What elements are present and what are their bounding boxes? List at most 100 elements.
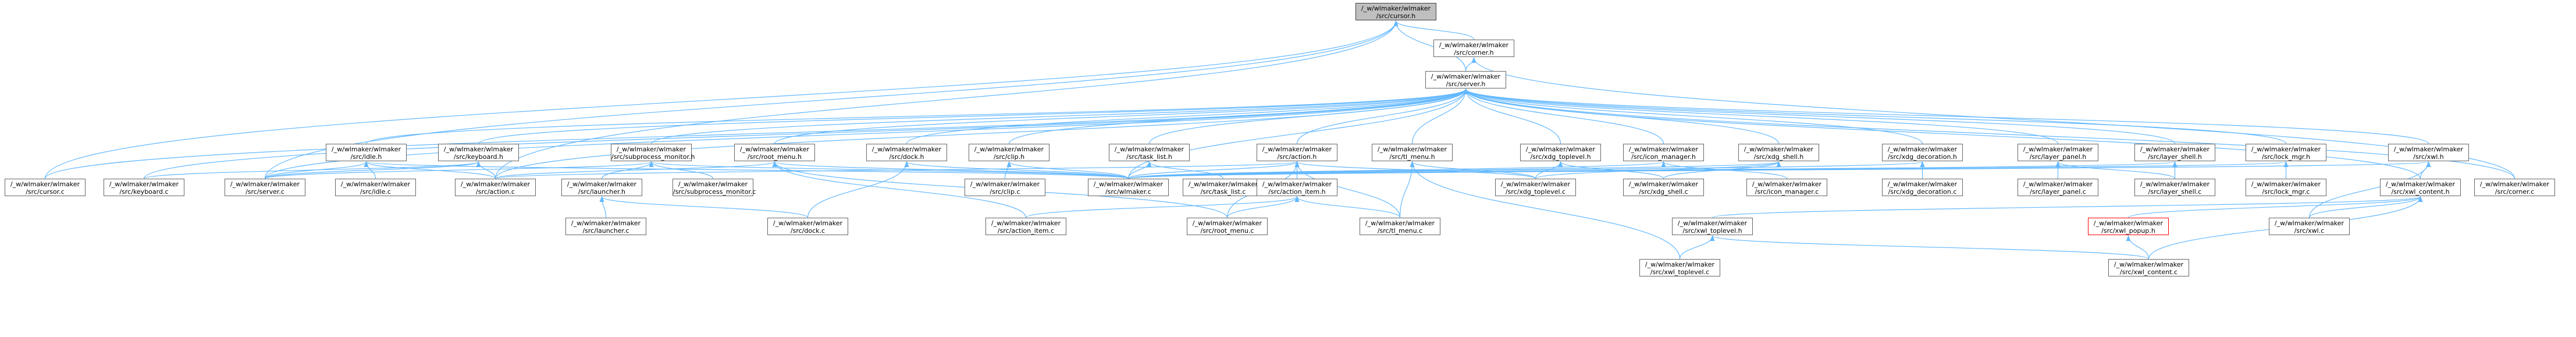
node-xwl-popup-h[interactable]: /_w/wlmaker/wlmaker/src/xwl_popup.h — [2088, 218, 2169, 235]
edge-layer-shell-c-to-layer-panel-h — [2055, 161, 2176, 179]
node-keyboard-h[interactable]: /_w/wlmaker/wlmaker/src/keyboard.h — [438, 144, 519, 161]
node-file: /src/action.h — [1277, 153, 1317, 161]
node-path: /_w/wlmaker/wlmaker — [970, 180, 1040, 188]
node-path: /_w/wlmaker/wlmaker — [2479, 180, 2550, 188]
node-path: /_w/wlmaker/wlmaker — [2385, 180, 2456, 188]
node-file: /src/dock.c — [790, 227, 826, 235]
node-xdg-decoration-h[interactable]: /_w/wlmaker/wlmaker/src/xdg_decoration.h — [1882, 144, 1963, 161]
node-path: /_w/wlmaker/wlmaker — [871, 146, 942, 153]
node-xdg-toplevel-c[interactable]: /_w/wlmaker/wlmaker/src/xdg_toplevel.c — [1495, 179, 1576, 196]
node-root-menu-c[interactable]: /_w/wlmaker/wlmaker/src/root_menu.c — [1187, 218, 1268, 235]
node-xdg-decoration-c[interactable]: /_w/wlmaker/wlmaker/src/xdg_decoration.c — [1882, 179, 1963, 196]
edge-xwl-c-to-xwl-h — [2308, 161, 2431, 218]
edge-action-c-to-root-menu-h — [494, 161, 777, 179]
edge-server-c-to-keyboard-h — [264, 161, 481, 179]
edge-xwl-content-h-to-server-h — [1463, 88, 2421, 179]
node-action-item-c[interactable]: /_w/wlmaker/wlmaker/src/action_item.c — [985, 218, 1066, 235]
node-tl-menu-c[interactable]: /_w/wlmaker/wlmaker/src/tl_menu.c — [1360, 218, 1440, 235]
node-path: /_w/wlmaker/wlmaker — [2251, 146, 2321, 153]
node-subprocess-h[interactable]: /_w/wlmaker/wlmaker/src/subprocess_monit… — [611, 144, 695, 161]
node-file: /src/lock_mgr.c — [2262, 188, 2310, 196]
node-file: /src/xdg_decoration.h — [1888, 153, 1957, 161]
node-file: /src/server.h — [1446, 80, 1486, 88]
node-cursor-c[interactable]: /_w/wlmaker/wlmaker/src/cursor.c — [5, 179, 86, 196]
edge-dock-c-to-dock-h — [807, 161, 909, 218]
node-xwl-toplevel-c[interactable]: /_w/wlmaker/wlmaker/src/xwl_toplevel.c — [1639, 259, 1720, 276]
node-action-item-h[interactable]: /_w/wlmaker/wlmaker/src/action_item.h — [1257, 179, 1337, 196]
node-layer-shell-c[interactable]: /_w/wlmaker/wlmaker/src/layer_shell.c — [2134, 179, 2215, 196]
node-corner-h[interactable]: /_w/wlmaker/wlmaker/src/corner.h — [1433, 40, 1514, 57]
node-path: /_w/wlmaker/wlmaker — [1431, 73, 1501, 80]
node-xwl-content-c[interactable]: /_w/wlmaker/wlmaker/src/xwl_content.c — [2108, 259, 2189, 276]
node-path: /_w/wlmaker/wlmaker — [230, 180, 300, 188]
node-idle-c[interactable]: /_w/wlmaker/wlmaker/src/idle.c — [335, 179, 416, 196]
edge-action-c-to-server-h — [494, 88, 1468, 179]
node-dock-h[interactable]: /_w/wlmaker/wlmaker/src/dock.h — [866, 144, 947, 161]
node-server-h[interactable]: /_w/wlmaker/wlmaker/src/server.h — [1425, 71, 1506, 88]
node-icon-manager-h[interactable]: /_w/wlmaker/wlmaker/src/icon_manager.h — [1623, 144, 1704, 161]
node-layer-panel-h[interactable]: /_w/wlmaker/wlmaker/src/layer_panel.h — [2018, 144, 2098, 161]
node-task-list-h[interactable]: /_w/wlmaker/wlmaker/src/task_list.h — [1109, 144, 1190, 161]
node-xwl-toplevel-h[interactable]: /_w/wlmaker/wlmaker/src/xwl_toplevel.h — [1672, 218, 1753, 235]
node-action-h[interactable]: /_w/wlmaker/wlmaker/src/action.h — [1257, 144, 1337, 161]
node-xwl-c[interactable]: /_w/wlmaker/wlmaker/src/xwl.c — [2269, 218, 2350, 235]
node-path: /_w/wlmaker/wlmaker — [991, 219, 1061, 227]
edge-xdg-decoration-h-to-server-h — [1463, 88, 1923, 144]
edge-wlmaker-c-to-xwl-h — [1127, 161, 2431, 179]
node-lock-mgr-c[interactable]: /_w/wlmaker/wlmaker/src/lock_mgr.c — [2246, 179, 2326, 196]
node-layer-panel-c[interactable]: /_w/wlmaker/wlmaker/src/layer_panel.c — [2018, 179, 2098, 196]
node-path: /_w/wlmaker/wlmaker — [2023, 146, 2093, 153]
node-icon-manager-c[interactable]: /_w/wlmaker/wlmaker/src/icon_manager.c — [1746, 179, 1827, 196]
node-file: /src/layer_shell.h — [2148, 153, 2202, 161]
node-file: /src/icon_manager.h — [1631, 153, 1696, 161]
node-file: /src/xdg_shell.c — [1639, 188, 1688, 196]
edge-wlmaker-c-to-idle-h — [364, 161, 1129, 179]
node-xwl-content-h[interactable]: /_w/wlmaker/wlmaker/src/xwl_content.h — [2380, 179, 2461, 196]
node-tl-menu-h[interactable]: /_w/wlmaker/wlmaker/src/tl_menu.h — [1372, 144, 1453, 161]
node-root-menu-h[interactable]: /_w/wlmaker/wlmaker/src/root_menu.h — [734, 144, 815, 161]
node-xwl-h[interactable]: /_w/wlmaker/wlmaker/src/xwl.h — [2388, 144, 2469, 161]
edge-wlmaker-c-to-dock-h — [904, 161, 1129, 179]
node-xdg-toplevel-h[interactable]: /_w/wlmaker/wlmaker/src/xdg_toplevel.h — [1520, 144, 1601, 161]
edge-xwl-h-to-server-h — [1463, 88, 2429, 144]
node-path: /_w/wlmaker/wlmaker — [1628, 146, 1699, 153]
node-layer-shell-h[interactable]: /_w/wlmaker/wlmaker/src/layer_shell.h — [2134, 144, 2215, 161]
edge-wlmaker-c-to-task-list-h — [1127, 161, 1152, 179]
node-path: /_w/wlmaker/wlmaker — [678, 180, 748, 188]
node-clip-h[interactable]: /_w/wlmaker/wlmaker/src/clip.h — [969, 144, 1049, 161]
edge-xwl-c-to-xwl-content-h — [2308, 196, 2423, 218]
node-xdg-shell-h[interactable]: /_w/wlmaker/wlmaker/src/xdg_shell.h — [1738, 144, 1819, 161]
node-path: /_w/wlmaker/wlmaker — [10, 180, 80, 188]
node-file: /src/root_menu.c — [1200, 227, 1254, 235]
node-task-list-c[interactable]: /_w/wlmaker/wlmaker/src/task_list.c — [1183, 179, 1264, 196]
node-file: /src/dock.h — [889, 153, 924, 161]
node-idle-h[interactable]: /_w/wlmaker/wlmaker/src/idle.h — [326, 144, 407, 161]
edge-xwl-popup-h-to-xwl-content-h — [2127, 196, 2423, 218]
node-path: /_w/wlmaker/wlmaker — [1365, 219, 1435, 227]
node-dock-c[interactable]: /_w/wlmaker/wlmaker/src/dock.c — [767, 218, 848, 235]
node-file: /src/cursor.c — [26, 188, 65, 196]
node-keyboard-c[interactable]: /_w/wlmaker/wlmaker/src/keyboard.c — [104, 179, 184, 196]
node-launcher-c[interactable]: /_w/wlmaker/wlmaker/src/launcher.c — [565, 218, 646, 235]
node-corner-c[interactable]: /_w/wlmaker/wlmaker/src/corner.c — [2474, 179, 2555, 196]
edge-keyboard-c-to-server-h — [143, 88, 1468, 179]
edge-layer-shell-h-to-server-h — [1463, 88, 2176, 144]
edge-wlmaker-c-to-action-h — [1127, 161, 1300, 179]
edge-layer-panel-h-to-server-h — [1463, 88, 2059, 144]
node-path: /_w/wlmaker/wlmaker — [1887, 180, 1958, 188]
node-action-c[interactable]: /_w/wlmaker/wlmaker/src/action.c — [455, 179, 536, 196]
node-path: /_w/wlmaker/wlmaker — [1361, 5, 1431, 12]
node-file: /src/corner.c — [2495, 188, 2535, 196]
node-lock-mgr-h[interactable]: /_w/wlmaker/wlmaker/src/lock_mgr.h — [2246, 144, 2326, 161]
node-wlmaker-c[interactable]: /_w/wlmaker/wlmaker/src/wlmaker.c — [1088, 179, 1169, 196]
edge-cursor-c-to-server-h — [44, 88, 1468, 179]
node-file: /src/task_list.c — [1200, 188, 1246, 196]
node-path: /_w/wlmaker/wlmaker — [1645, 261, 1715, 268]
node-path: /_w/wlmaker/wlmaker — [340, 180, 411, 188]
node-xdg-shell-c[interactable]: /_w/wlmaker/wlmaker/src/xdg_shell.c — [1623, 179, 1704, 196]
node-launcher-h[interactable]: /_w/wlmaker/wlmaker/src/launcher.h — [561, 179, 642, 196]
node-clip-c[interactable]: /_w/wlmaker/wlmaker/src/clip.c — [965, 179, 1045, 196]
node-server-c[interactable]: /_w/wlmaker/wlmaker/src/server.c — [225, 179, 305, 196]
node-file: /src/xwl_toplevel.h — [1682, 227, 1742, 235]
node-subprocess-c[interactable]: /_w/wlmaker/wlmaker/src/subprocess_monit… — [673, 179, 756, 196]
